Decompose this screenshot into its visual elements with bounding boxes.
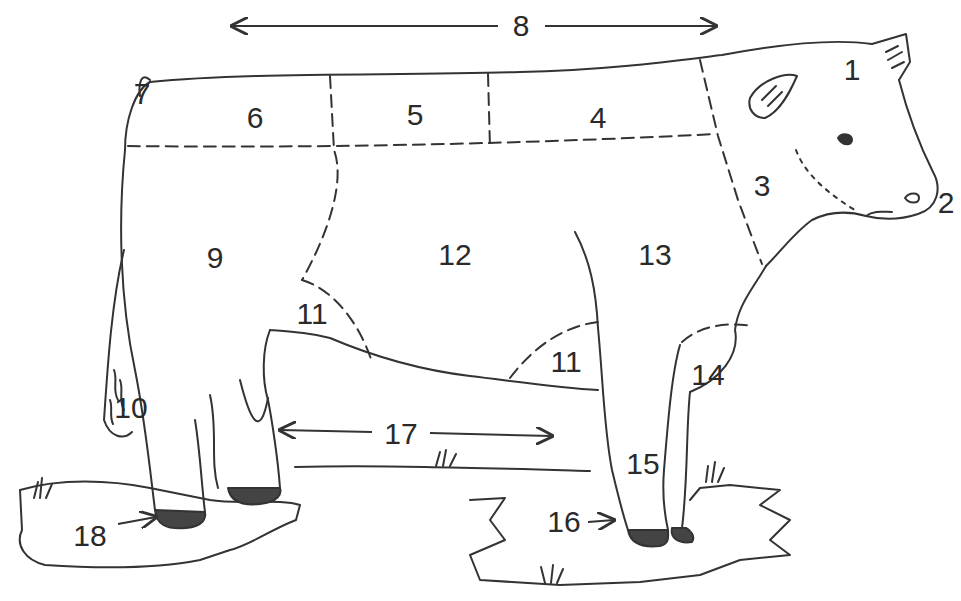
cow-hoof — [155, 510, 205, 528]
ground-outline — [470, 485, 790, 585]
callout-number: 11 — [547, 346, 584, 378]
cow-ear-left — [749, 75, 797, 118]
grass — [436, 450, 456, 466]
callout-number: 9 — [204, 242, 227, 274]
pointer-arrow — [588, 520, 614, 522]
callout-number: 6 — [244, 102, 267, 134]
callout-number: 11 — [293, 298, 330, 330]
cow-nostril — [905, 194, 919, 203]
cow-elbow — [575, 232, 598, 328]
callout-number: 3 — [751, 170, 774, 202]
callout-number: 13 — [635, 239, 674, 271]
pointer-arrow — [118, 517, 156, 524]
cow-leg — [240, 380, 268, 421]
cow-hoof — [628, 530, 668, 546]
cow-head — [766, 80, 938, 266]
cow-tail — [104, 77, 150, 436]
cow-eye — [838, 134, 852, 144]
cow-belly — [270, 330, 598, 390]
callout-number: 18 — [70, 520, 109, 552]
region-line — [488, 74, 490, 148]
cow-ear — [872, 34, 910, 80]
region-line — [796, 150, 858, 212]
cow-leg — [195, 420, 205, 512]
cow-ear-lines — [886, 46, 904, 68]
callout-number: 16 — [544, 506, 583, 538]
callout-number: 7 — [131, 78, 154, 110]
cow-leg — [598, 328, 628, 530]
cow-outline — [150, 42, 872, 82]
cow-leg — [663, 345, 680, 530]
ground-outline — [20, 482, 300, 568]
callout-number: 10 — [111, 392, 150, 424]
callout-number: 2 — [935, 187, 958, 219]
dimension-arrow — [280, 430, 372, 432]
region-line — [682, 324, 752, 342]
grass — [34, 478, 52, 498]
grass — [706, 462, 724, 482]
callout-number: 12 — [435, 239, 474, 271]
cow-hoof — [228, 488, 280, 504]
callout-number: 15 — [623, 448, 662, 480]
region-line — [510, 322, 598, 378]
grass — [541, 565, 563, 583]
dimension-arrow — [430, 433, 552, 436]
dimension-arrow — [545, 25, 716, 27]
callout-number: 8 — [510, 10, 533, 42]
cow-hoof — [672, 528, 694, 542]
callout-number: 14 — [688, 359, 727, 391]
callout-number: 17 — [381, 418, 420, 450]
dimension-arrow — [232, 25, 498, 27]
callout-number: 5 — [404, 99, 427, 131]
region-line — [302, 76, 338, 280]
cow-leg — [210, 395, 218, 488]
ground-line — [295, 466, 590, 471]
region-line — [700, 60, 762, 264]
region-line — [128, 134, 716, 147]
callout-number: 1 — [841, 54, 864, 86]
cow-mouth — [866, 212, 892, 216]
cow-leg — [682, 392, 690, 528]
callout-number: 4 — [587, 102, 610, 134]
